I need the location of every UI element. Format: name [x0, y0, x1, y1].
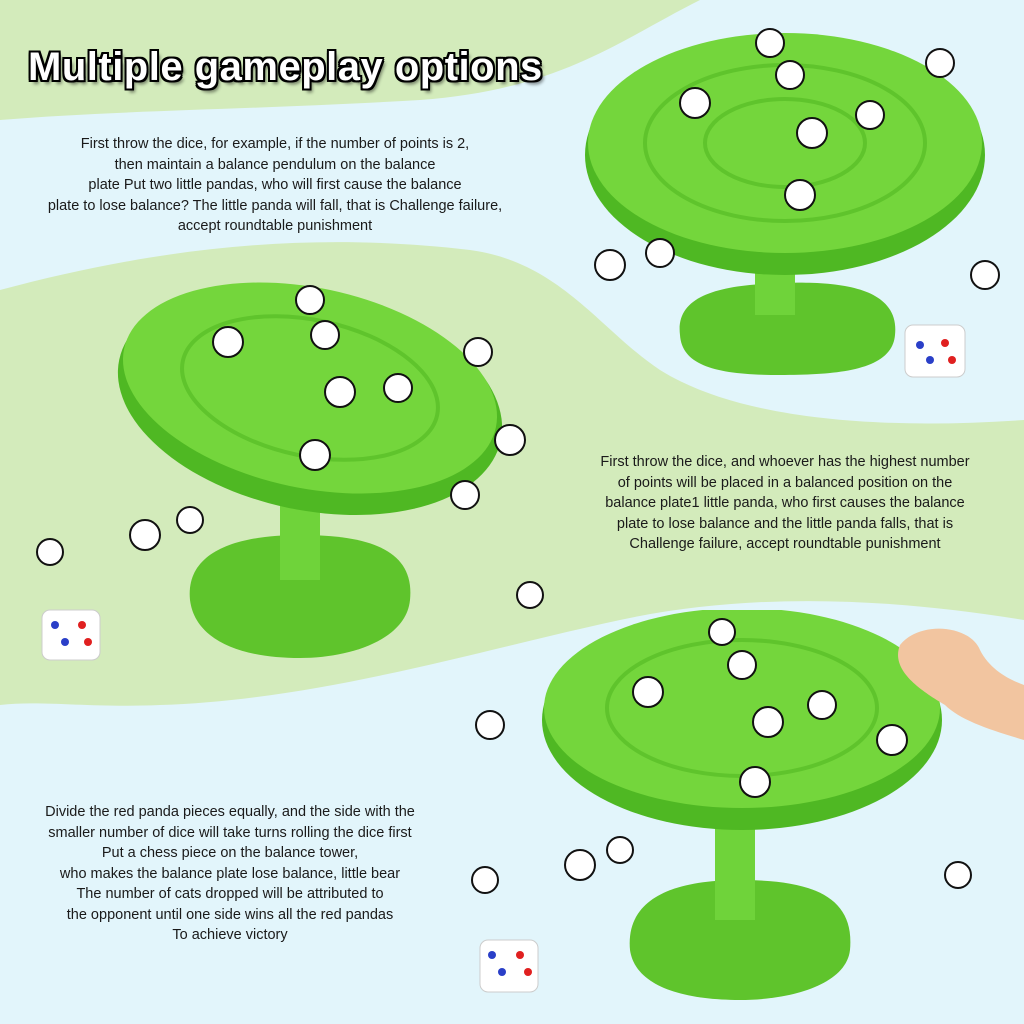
dice-icon	[904, 324, 966, 378]
text-line: smaller number of dice will take turns r…	[48, 824, 412, 841]
text-line: To achieve victory	[172, 927, 288, 943]
text-line: balance plate1 little panda, who first c…	[605, 495, 965, 511]
text-line: who makes the balance plate lose balance…	[59, 865, 401, 882]
text-line: of points will be placed in a balanced p…	[617, 474, 953, 491]
balance-tower-scene-1	[580, 25, 1000, 385]
text-line: plate Put two little pandas, who will fi…	[88, 177, 462, 193]
text-line: Challenge failure, accept roundtable pun…	[629, 536, 941, 552]
text-line: Divide the red panda pieces equally, and…	[45, 804, 415, 820]
text-line: First throw the dice, and whoever has th…	[600, 454, 970, 470]
hand	[898, 628, 1024, 740]
text-line: then maintain a balance pendulum on the …	[114, 156, 436, 173]
balance-tower-scene-2	[10, 280, 570, 670]
text-line: plate to lose balance and the little pan…	[616, 515, 954, 532]
text-line: accept roundtable punishment	[177, 218, 373, 234]
balance-tower-scene-3	[450, 610, 1024, 1010]
text-line: The number of cats dropped will be attri…	[76, 886, 384, 902]
text-line: plate to lose balance? The little panda …	[47, 197, 503, 214]
text-line: Put a chess piece on the balance tower,	[101, 845, 359, 861]
dice-icon	[479, 939, 539, 993]
gameplay-option-3-description: Divide the red panda pieces equally, and…	[20, 802, 440, 946]
gameplay-option-1-description: First throw the dice, for example, if th…	[20, 134, 530, 237]
text-line: First throw the dice, for example, if th…	[80, 136, 470, 152]
gameplay-option-2-description: First throw the dice, and whoever has th…	[555, 452, 1015, 555]
text-line: the opponent until one side wins all the…	[66, 906, 394, 923]
page-title: Multiple gameplay options	[28, 44, 543, 89]
dice-icon	[41, 609, 101, 661]
